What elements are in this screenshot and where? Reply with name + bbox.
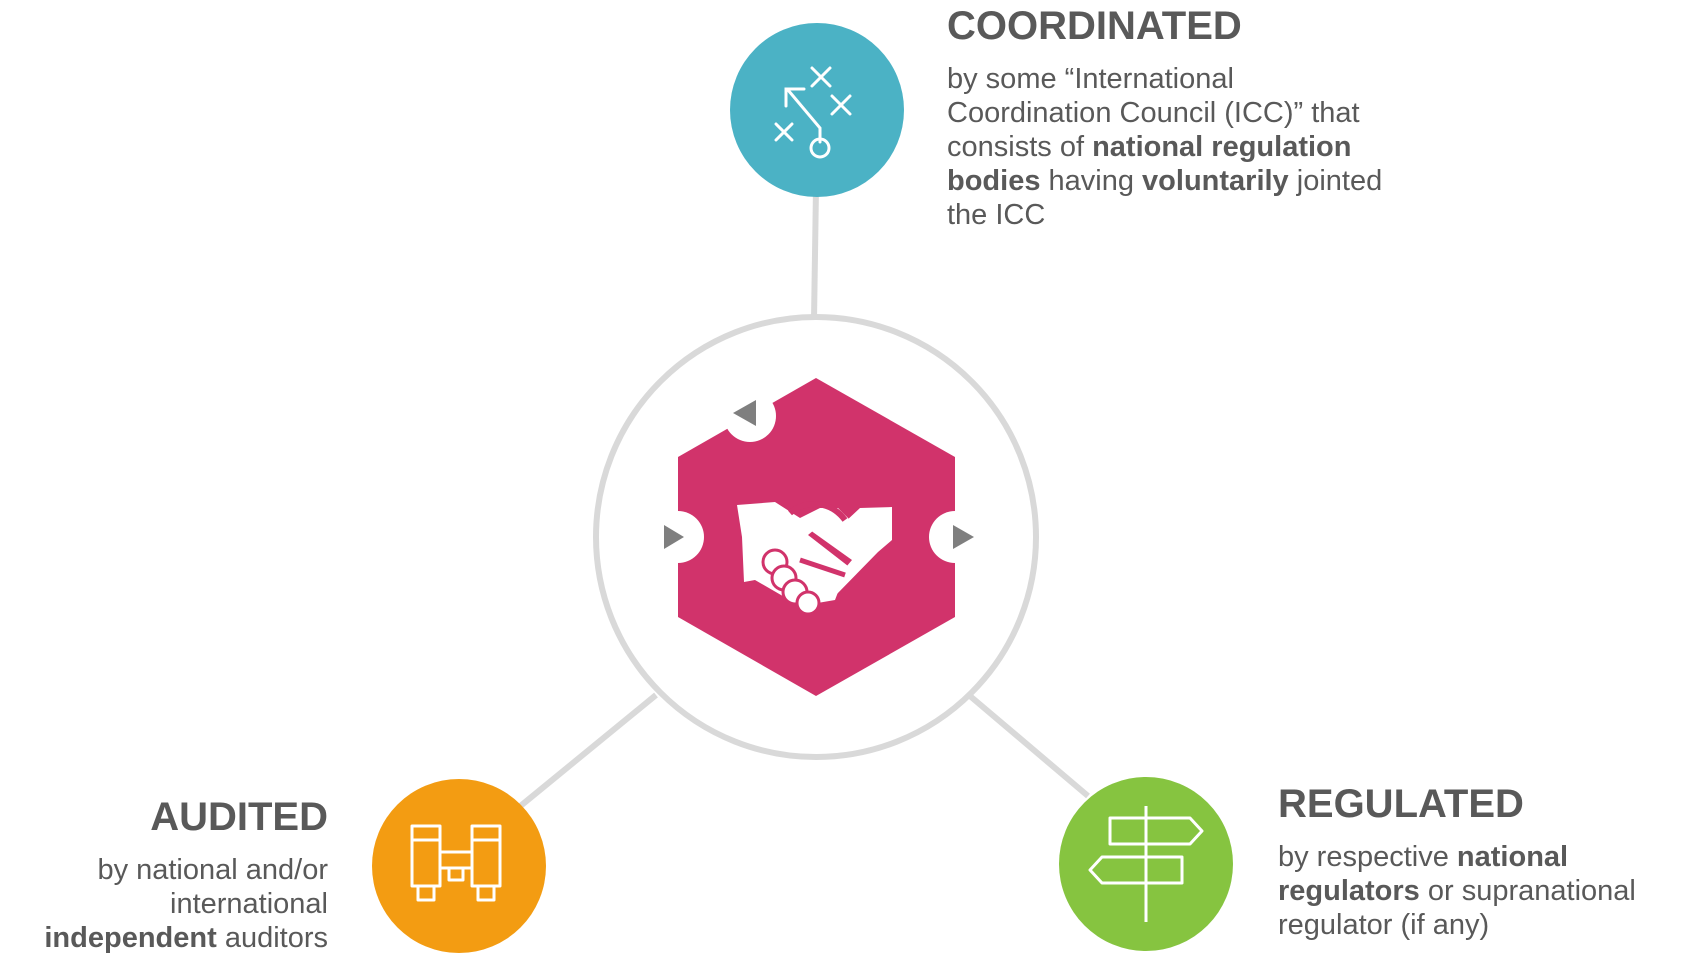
- regulated-node: [1059, 777, 1233, 951]
- connector-line-audited: [516, 692, 658, 811]
- audited-description: by national and/or international indepen…: [0, 853, 328, 955]
- text-run: by some “International Coordination Coun…: [947, 63, 1360, 163]
- handshake-icon: [737, 500, 892, 616]
- text-run: having: [1040, 165, 1143, 197]
- coordinated-title: COORDINATED: [947, 4, 1242, 48]
- connector-line-coordinated: [811, 187, 819, 321]
- cycle-arrow-left: [664, 525, 684, 549]
- bold-text-run: national regulators: [1278, 841, 1569, 907]
- text-run: jointed the ICC: [947, 165, 1383, 231]
- bold-text-run: voluntarily: [1142, 165, 1289, 197]
- regulated-description: by respective national regulators or sup…: [1278, 840, 1678, 942]
- binoculars-icon: [410, 824, 502, 902]
- audited-node: [372, 779, 546, 953]
- text-run: by respective: [1278, 841, 1457, 873]
- strategy-play-icon: [774, 66, 852, 159]
- cycle-arrow-top: [733, 400, 756, 426]
- audited-title: AUDITED: [150, 795, 328, 839]
- text-run: auditors: [216, 922, 328, 954]
- signpost-icon: [1088, 806, 1204, 922]
- text-run: by national and/or international: [97, 854, 328, 920]
- coordinated-description: by some “International Coordination Coun…: [947, 62, 1387, 232]
- cycle-arrow-right: [953, 525, 974, 549]
- coordinated-text-block: COORDINATED by some “International Coord…: [947, 4, 1387, 232]
- regulated-text-block: REGULATED by respective national regulat…: [1278, 782, 1678, 942]
- regulated-title: REGULATED: [1278, 782, 1524, 826]
- text-run: or supranational regulator (if any): [1278, 875, 1636, 941]
- connector-line-regulated: [968, 693, 1090, 799]
- audited-text-block: AUDITED by national and/or international…: [0, 795, 328, 955]
- coordinated-node: [730, 23, 904, 197]
- bold-text-run: independent: [44, 922, 217, 954]
- bold-text-run: national regulation bodies: [947, 131, 1352, 197]
